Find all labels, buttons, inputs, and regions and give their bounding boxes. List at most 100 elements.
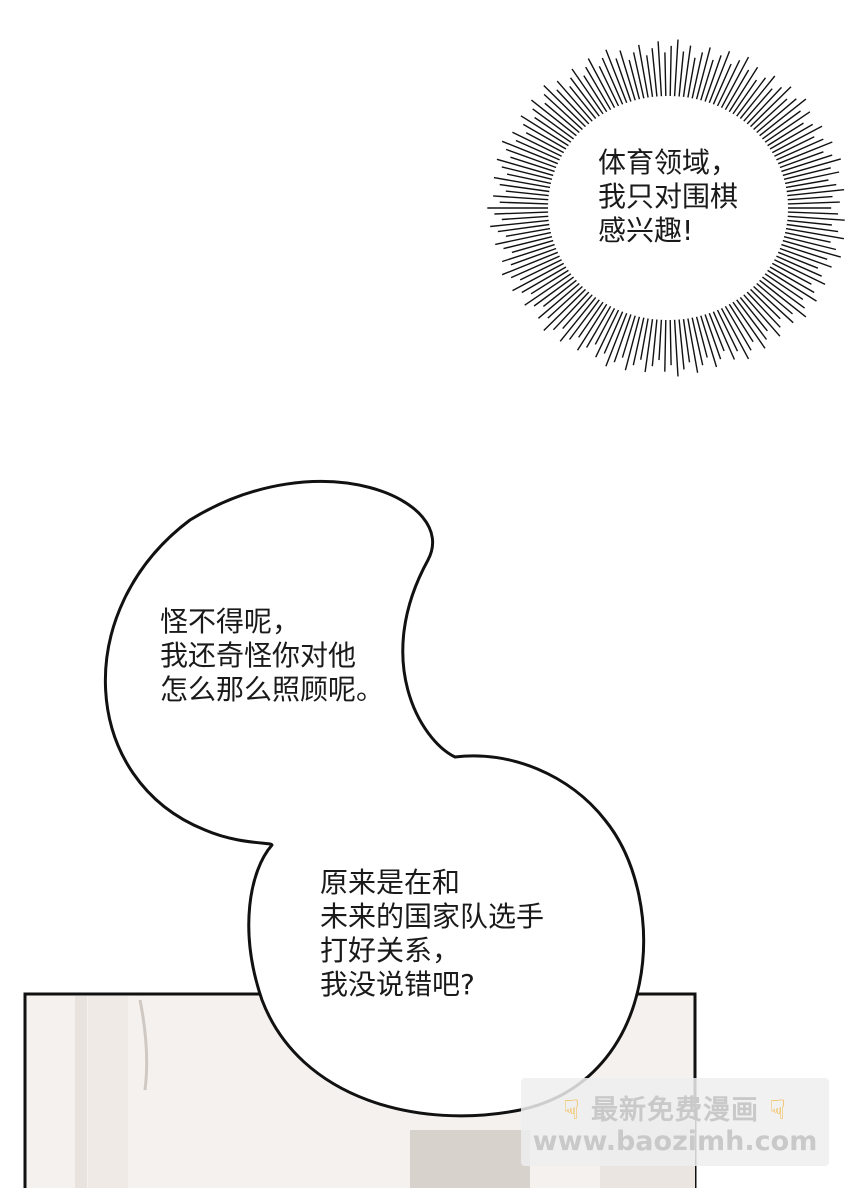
- spike-line: [490, 219, 549, 228]
- spike-line: [728, 303, 754, 343]
- spike-line: [569, 77, 600, 117]
- spike-line: [506, 173, 552, 185]
- speech-top-line-2: 我还奇怪你对他: [160, 639, 357, 672]
- spike-line: [787, 195, 833, 201]
- watermark-title-row: ☟ 最新免费漫画 ☟: [521, 1088, 829, 1127]
- spike-line: [497, 223, 550, 233]
- spike-line: [624, 316, 641, 371]
- spike-line: [556, 89, 590, 125]
- spike-line: [585, 305, 612, 348]
- speech-bottom-text: 原来是在和 未来的国家队选手 打好关系， 我没说错吧?: [320, 866, 544, 1002]
- spike-line: [764, 111, 811, 143]
- spike-line: [756, 98, 797, 134]
- speech-bottom-line-4: 我没说错吧?: [320, 968, 475, 1001]
- spike-line: [767, 122, 804, 147]
- spike-line: [708, 50, 731, 104]
- spike-line: [568, 299, 600, 340]
- spike-line: [777, 141, 833, 165]
- spike-line: [537, 282, 580, 319]
- spike-line: [769, 123, 814, 150]
- pointing-down-hand-icon: ☟: [769, 1095, 787, 1126]
- spike-line: [784, 231, 831, 243]
- spike-line: [542, 279, 577, 307]
- spike-line: [493, 195, 549, 201]
- spike-line: [640, 318, 649, 360]
- panel-shade-block: [88, 996, 128, 1188]
- spike-line: [598, 65, 620, 107]
- spike-line: [524, 273, 572, 306]
- speech-top-line-1: 怪不得呢，: [160, 605, 301, 638]
- spike-line: [569, 85, 597, 120]
- spike-line: [556, 80, 593, 122]
- spike-line: [519, 259, 562, 281]
- spike-line: [605, 49, 628, 104]
- speech-bubble-outline: [104, 479, 646, 1118]
- spike-line: [520, 115, 569, 147]
- spike-line: [594, 307, 616, 345]
- spike-line: [774, 259, 826, 286]
- spike-line: [704, 55, 722, 102]
- spike-line: [764, 273, 804, 300]
- panel-shade-stripe: [75, 996, 87, 1188]
- spike-line: [756, 282, 793, 315]
- spike-line: [739, 296, 768, 332]
- spike-line: [716, 309, 739, 352]
- thought-line-2: 我只对围棋: [598, 180, 739, 213]
- spike-line: [787, 201, 840, 205]
- spike-line: [732, 79, 758, 115]
- spike-line: [510, 255, 560, 279]
- spike-line: [782, 239, 841, 258]
- spike-line: [494, 211, 549, 215]
- spike-line: [605, 312, 628, 367]
- spike-line: [759, 279, 807, 318]
- spike-line: [532, 108, 575, 140]
- spike-line: [678, 51, 685, 97]
- spike-line: [613, 314, 632, 363]
- spike-line: [783, 236, 837, 251]
- spike-line: [779, 151, 824, 169]
- spike-line: [687, 318, 699, 373]
- spike-line: [691, 52, 704, 99]
- spike-line: [543, 288, 586, 331]
- spike-line: [785, 227, 845, 240]
- spike-line: [515, 139, 560, 161]
- watermark: ☟ 最新免费漫画 ☟ www.baozimh.com: [521, 1078, 829, 1166]
- spike-line: [743, 88, 773, 122]
- spike-line: [777, 251, 819, 269]
- spike-line: [544, 102, 580, 134]
- spike-line: [776, 255, 822, 277]
- spike-line: [720, 56, 750, 109]
- spike-line: [732, 301, 766, 349]
- spike-line: [505, 190, 549, 197]
- spike-line: [533, 276, 575, 307]
- spike-line: [644, 319, 654, 373]
- spike-line: [712, 311, 736, 360]
- spike-line: [585, 66, 612, 111]
- spike-line: [753, 98, 788, 131]
- speech-bottom-line-1: 原来是在和: [320, 866, 461, 899]
- spike-line: [700, 315, 718, 368]
- spike-line: [781, 154, 833, 173]
- spike-line: [501, 251, 559, 276]
- spike-line: [601, 57, 624, 105]
- speech-bottom-line-2: 未来的国家队选手: [320, 900, 545, 933]
- spike-line: [746, 291, 781, 328]
- spike-line: [728, 66, 759, 113]
- spike-line: [783, 167, 831, 180]
- spike-line: [669, 45, 672, 97]
- spike-line: [559, 296, 597, 342]
- spike-line: [501, 140, 559, 165]
- spike-line: [767, 269, 817, 302]
- spike-line: [781, 243, 828, 260]
- spike-line: [761, 276, 806, 309]
- spike-line: [769, 266, 815, 294]
- spike-line: [543, 85, 586, 128]
- spike-line: [522, 123, 567, 150]
- spike-line: [771, 262, 812, 285]
- panel-hair-stroke: [138, 999, 149, 1091]
- watermark-title: 最新免费漫画: [591, 1095, 759, 1126]
- spike-line: [761, 110, 801, 140]
- spike-line: [619, 50, 636, 101]
- spike-line: [776, 138, 824, 161]
- spike-line: [787, 189, 845, 197]
